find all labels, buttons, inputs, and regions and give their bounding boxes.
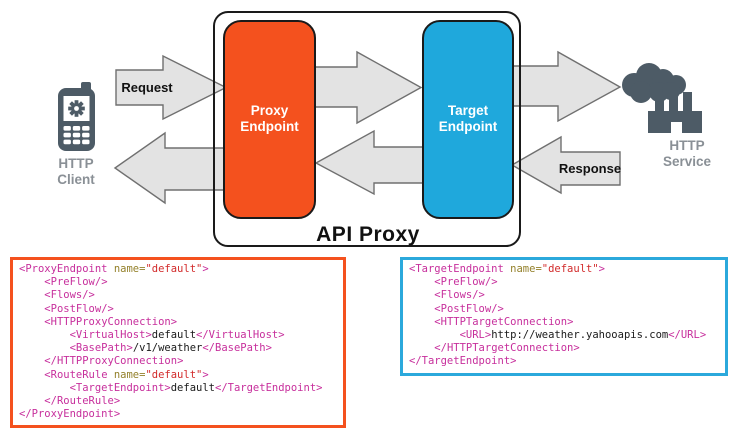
http-service-label-line1: HTTP bbox=[669, 138, 704, 153]
mobile-phone-icon bbox=[58, 82, 95, 151]
proxy-endpoint-xml-block: <ProxyEndpoint name="default"> <PreFlow/… bbox=[10, 257, 346, 429]
target-endpoint-label-line2: Endpoint bbox=[439, 119, 498, 134]
proxy-to-target-arrow bbox=[314, 50, 423, 125]
api-proxy-flow-diagram: Request Response API Proxy Proxy Endpoin… bbox=[57, 11, 712, 247]
proxy-endpoint-label-line1: Proxy bbox=[251, 103, 289, 118]
response-arrow-label: Response bbox=[559, 161, 621, 176]
http-service-label-line2: Service bbox=[663, 154, 712, 169]
proxy-to-client-arrow bbox=[113, 131, 227, 205]
proxy-endpoint-box bbox=[223, 20, 316, 219]
http-client-label-line2: Client bbox=[57, 172, 95, 187]
target-endpoint-node: Target Endpoint bbox=[422, 20, 514, 219]
api-proxy-container-box bbox=[213, 11, 521, 247]
response-arrow bbox=[510, 135, 621, 195]
gear-icon bbox=[68, 100, 85, 117]
api-proxy-label: API Proxy bbox=[316, 223, 420, 246]
phone-keypad bbox=[63, 126, 90, 145]
request-arrow-label: Request bbox=[121, 80, 173, 95]
target-to-service-arrow bbox=[512, 50, 622, 123]
proxy-endpoint-label-line2: Endpoint bbox=[240, 119, 299, 134]
target-endpoint-xml-block: <TargetEndpoint name="default"> <PreFlow… bbox=[400, 257, 728, 376]
target-endpoint-box bbox=[422, 20, 514, 219]
target-to-proxy-arrow bbox=[314, 129, 424, 196]
target-endpoint-label-line1: Target bbox=[448, 103, 489, 118]
factory-cloud-icon bbox=[622, 63, 702, 133]
http-client-label-line1: HTTP bbox=[58, 156, 93, 171]
proxy-endpoint-node: Proxy Endpoint bbox=[223, 20, 316, 219]
request-arrow bbox=[115, 54, 228, 121]
